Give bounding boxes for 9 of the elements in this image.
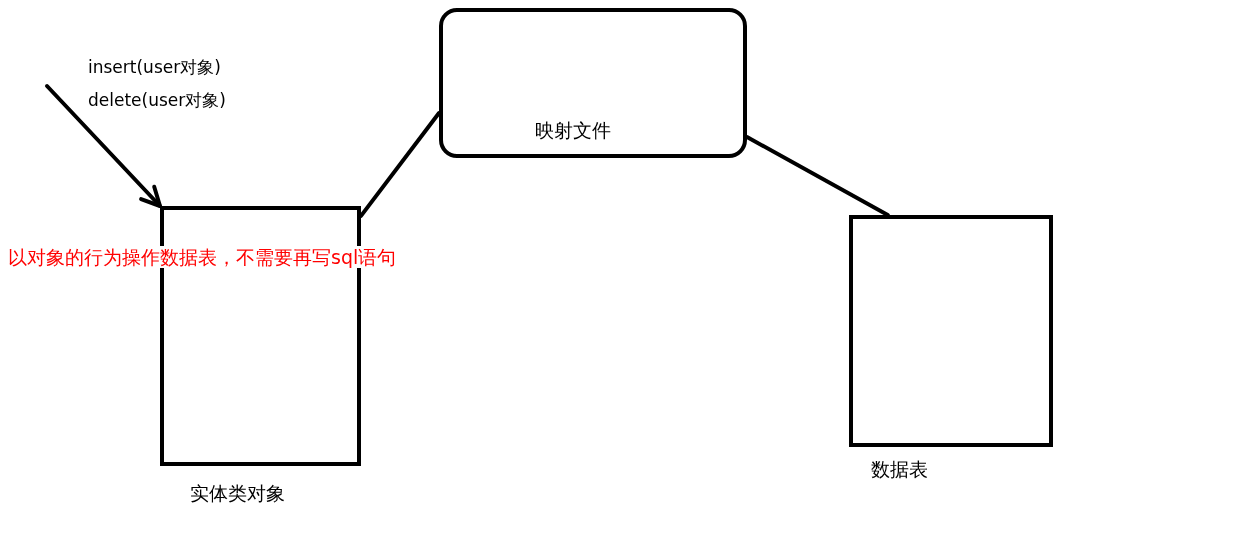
- method-label: insert(user对象): [88, 56, 221, 78]
- annotation-text: 以对象的行为操作数据表，不需要再写sql语句: [8, 246, 397, 268]
- box-label: 实体类对象: [190, 482, 285, 504]
- connector-line: [359, 111, 441, 218]
- method-label: delete(user对象): [88, 89, 226, 111]
- arrow: [45, 84, 162, 208]
- box-label: 数据表: [871, 458, 928, 480]
- box-label: 映射文件: [535, 119, 611, 141]
- connector-line: [745, 135, 890, 217]
